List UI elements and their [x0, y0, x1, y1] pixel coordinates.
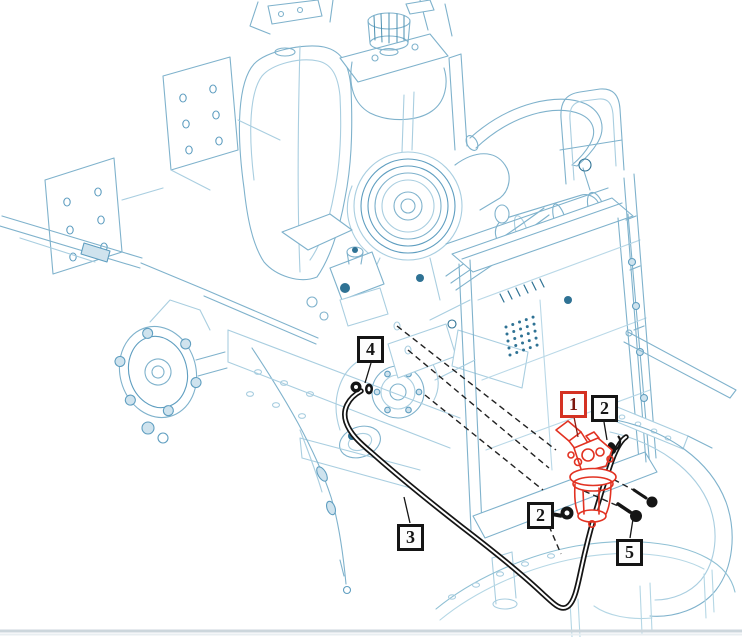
callout-2-top[interactable]: 2: [591, 395, 618, 422]
callout-1-highlighted[interactable]: 1: [560, 391, 587, 418]
pump-flange: [114, 299, 228, 444]
bolts-item5: [616, 488, 658, 522]
callout-4[interactable]: 4: [357, 336, 384, 363]
chassis-rails: [227, 287, 529, 610]
callout-leader-lines: [364, 362, 634, 539]
callout-3[interactable]: 3: [397, 524, 424, 551]
hose-fitting-item4: [350, 381, 373, 395]
fender-deck: [393, 321, 736, 637]
callout-5[interactable]: 5: [616, 539, 643, 566]
clamp-item2-bottom: [552, 506, 574, 520]
intake-pipe: [401, 91, 603, 191]
top-brackets: [249, 0, 453, 37]
air-cleaner: [346, 151, 510, 301]
control-cables: [0, 215, 352, 595]
muffler-inlet: [494, 204, 510, 224]
radiator: [429, 53, 658, 539]
fuel-filter-highlighted[interactable]: [555, 420, 617, 528]
fender-bracket: [604, 329, 737, 450]
callout-2-bottom[interactable]: 2: [527, 502, 554, 529]
